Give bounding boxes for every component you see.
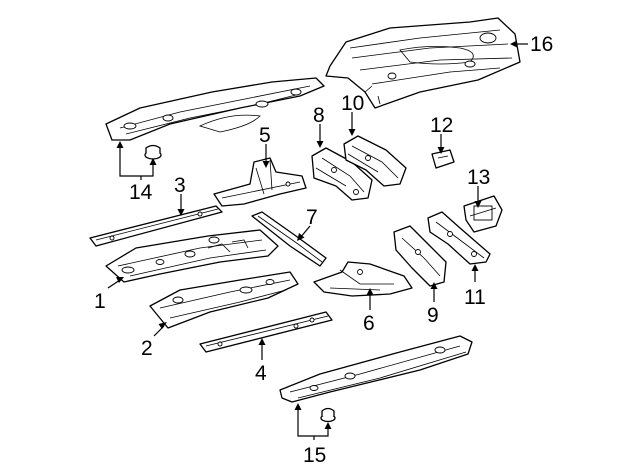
part-16-rear-floor-pan[interactable] [325,17,521,109]
callout-1: 1 [94,290,106,313]
callout-9: 9 [427,304,439,327]
callout-3: 3 [174,174,186,197]
part-3-sill-rail[interactable] [89,205,223,247]
callout-14: 14 [129,181,153,204]
callout-12: 12 [430,114,453,137]
callout-labels: 16 14 3 5 8 10 12 13 7 1 2 6 4 9 11 15 [94,33,553,467]
part-4-rocker-reinforcement[interactable] [199,311,333,353]
callout-2: 2 [141,337,153,360]
callout-15: 15 [303,444,326,467]
part-11-rear-rail[interactable] [427,211,491,265]
part-1-front-floor-pan[interactable] [105,229,279,283]
callout-11: 11 [464,286,486,309]
part-14-plug[interactable] [144,144,162,160]
callout-16: 16 [530,33,553,56]
leader-lines [107,40,528,440]
part-10-rear-side-member[interactable] [343,135,407,187]
part-9-rear-member[interactable] [393,225,447,287]
part-8-side-member[interactable] [311,147,373,201]
callout-13: 13 [467,166,490,189]
part-14-front-floor-panel[interactable] [105,77,325,141]
callout-8: 8 [313,104,325,127]
part-5-cross-member[interactable] [213,157,307,207]
part-15-rocker-panel[interactable] [279,335,473,403]
part-12-bracket[interactable] [431,149,455,169]
callout-5: 5 [259,124,271,147]
callout-10: 10 [341,92,364,115]
part-15-plug[interactable] [320,407,336,423]
callout-7: 7 [306,206,318,229]
callout-4: 4 [255,362,267,385]
part-7-tunnel-reinforcement[interactable] [251,211,327,267]
callout-6: 6 [363,312,375,335]
part-13-bracket[interactable] [463,195,503,233]
part-6-floor-bracket[interactable] [313,261,413,297]
part-2-floor-pan[interactable] [149,271,299,329]
